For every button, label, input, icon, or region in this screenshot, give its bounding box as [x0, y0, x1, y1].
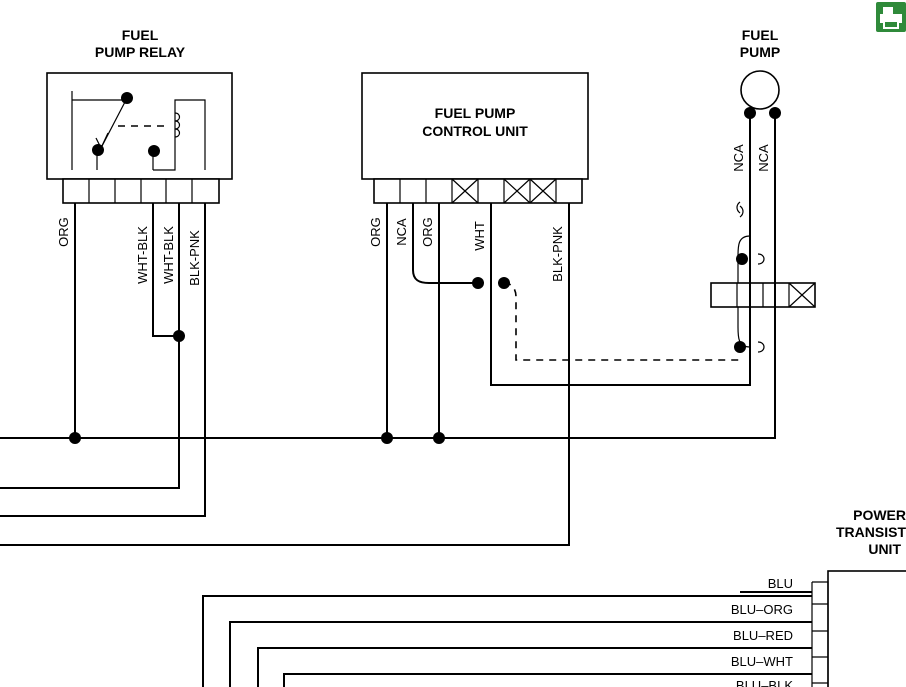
label-ctrl-wht: WHT	[472, 221, 487, 251]
wire-ptu-blu-blk	[283, 673, 812, 687]
wire-ctrl-nca	[412, 203, 478, 284]
relay-body	[46, 72, 233, 180]
label-pump-nca-1: NCA	[731, 144, 746, 172]
label-ctrl-nca: NCA	[394, 218, 409, 246]
control-unit-body	[361, 72, 589, 180]
wire-relay-wht-blk-2	[0, 203, 180, 489]
ptu-title-line3: UNIT	[868, 541, 901, 557]
label-relay-blk-pnk: BLK-PNK	[187, 230, 202, 286]
splice-relay-org	[69, 432, 81, 444]
ptu-body	[827, 570, 906, 687]
pump-title-line2: PUMP	[740, 44, 780, 60]
power-transistor-unit: POWER TRANSIST UNIT BLU BLU–ORG BLU–RED …	[202, 507, 906, 687]
relay-contact-left	[92, 144, 104, 156]
relay-contact-top	[121, 92, 133, 104]
wire-ptu-blu-wht	[257, 647, 812, 687]
ptu-connector	[811, 581, 829, 687]
inline-splice-bottom	[734, 341, 746, 353]
fuel-pump-control-unit: FUEL PUMP CONTROL UNIT	[361, 72, 589, 204]
splice-ctrl-wht	[498, 277, 510, 289]
label-ptu-blu-org: BLU–ORG	[731, 602, 793, 617]
wire-ctrl-wht	[490, 113, 751, 386]
splice-ctrl-org-2	[433, 432, 445, 444]
inline-connector-dividers	[736, 282, 816, 308]
wires	[0, 113, 776, 546]
splice-relay-wht-blk	[173, 330, 185, 342]
label-pump-nca-2: NCA	[756, 144, 771, 172]
relay-connector-dividers	[88, 179, 193, 203]
pump-title-line1: FUEL	[742, 27, 779, 43]
fuel-pump-relay: FUEL PUMP RELAY	[46, 27, 233, 204]
control-title-line1: FUEL PUMP	[435, 105, 516, 121]
wire-ground-bus	[0, 113, 776, 439]
label-ptu-blu-red: BLU–RED	[733, 628, 793, 643]
relay-title-line1: FUEL	[122, 27, 159, 43]
splice-ctrl-nca	[472, 277, 484, 289]
label-ptu-blu: BLU	[768, 576, 793, 591]
pump-inline-connector	[710, 201, 816, 353]
wire-relay-wht-blk-1	[152, 203, 179, 337]
fuel-pump: FUEL PUMP	[740, 27, 781, 119]
pump-motor	[740, 70, 780, 110]
wire-shield-dashed	[503, 282, 740, 361]
label-relay-wht-blk-2: WHT-BLK	[161, 226, 176, 284]
control-title-line2: CONTROL UNIT	[422, 123, 528, 139]
ptu-title-line2: TRANSIST	[836, 524, 906, 540]
label-ctrl-org-2: ORG	[420, 217, 435, 247]
inline-connector-terminals	[736, 201, 765, 353]
vertical-wire-labels: ORG WHT-BLK WHT-BLK BLK-PNK ORG NCA ORG …	[56, 144, 771, 286]
ptu-title-line1: POWER	[853, 507, 906, 523]
label-ptu-blu-blk: BLU–BLK	[736, 678, 793, 687]
label-relay-wht-blk-1: WHT-BLK	[135, 226, 150, 284]
relay-internal-wiring	[71, 91, 206, 171]
label-ctrl-blk-pnk: BLK-PNK	[550, 226, 565, 282]
label-ctrl-org-1: ORG	[368, 217, 383, 247]
label-relay-org: ORG	[56, 217, 71, 247]
control-connector-dividers	[399, 179, 557, 203]
relay-contact-right	[148, 145, 160, 157]
splice-ctrl-org-1	[381, 432, 393, 444]
label-ptu-blu-wht: BLU–WHT	[731, 654, 793, 669]
print-button[interactable]	[876, 2, 906, 32]
printer-icon	[880, 7, 902, 29]
relay-title-line2: PUMP RELAY	[95, 44, 186, 60]
control-connector-blank-pins	[451, 178, 557, 204]
wire-ptu-blu-org	[202, 595, 812, 687]
wire-ctrl-blk-pnk	[0, 203, 570, 546]
wire-ptu-blu-red	[229, 621, 812, 687]
relay-coil	[174, 112, 181, 138]
inline-splice-top	[736, 253, 748, 265]
wire-relay-blk-pnk	[0, 203, 206, 517]
